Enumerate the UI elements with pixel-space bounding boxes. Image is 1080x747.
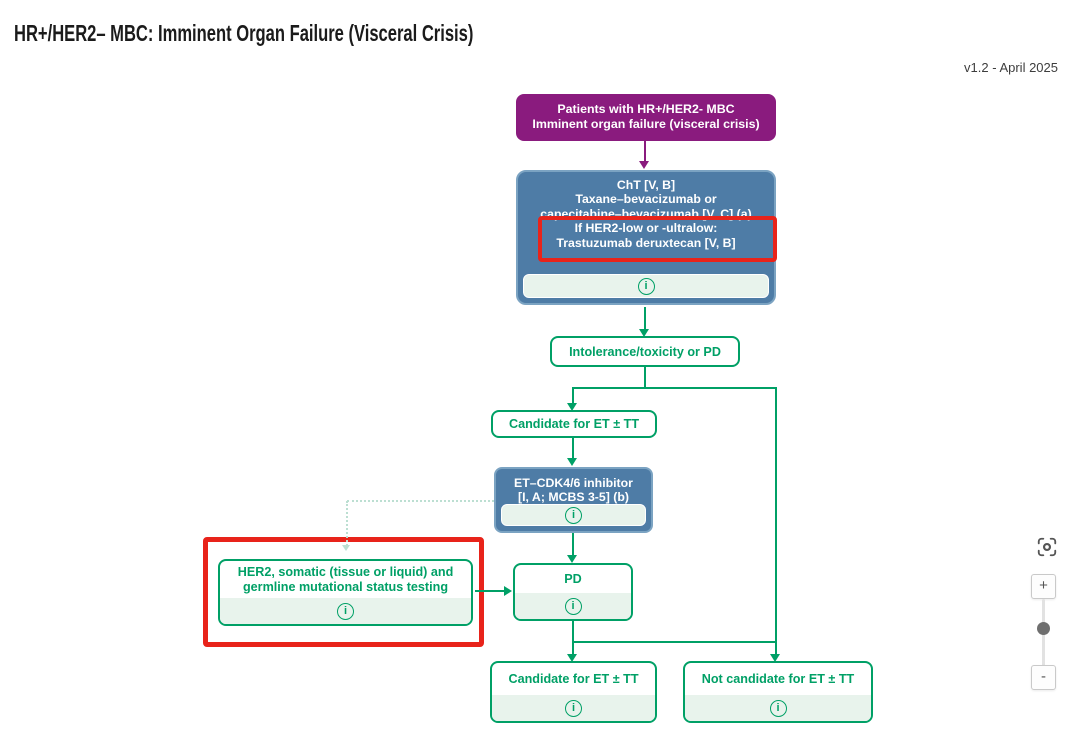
node-her2-testing: HER2, somatic (tissue or liquid) and ger… xyxy=(218,559,473,626)
connector-line xyxy=(775,387,777,656)
arrow-down-icon xyxy=(567,403,577,411)
zoom-slider-knob[interactable] xyxy=(1037,622,1050,635)
arrow-down-icon xyxy=(567,458,577,466)
arrow-down-icon xyxy=(770,654,780,662)
arrow-down-icon xyxy=(639,161,649,169)
node-pd: PD i xyxy=(513,563,633,621)
info-icon[interactable]: i xyxy=(769,699,787,717)
node-cht-line2: Taxane–bevacizumab or xyxy=(575,192,717,207)
connector-line xyxy=(572,641,777,643)
info-icon[interactable]: i xyxy=(337,602,354,620)
connector-line xyxy=(644,307,646,330)
zoom-out-button[interactable]: - xyxy=(1031,665,1056,690)
node-not-candidate: Not candidate for ET ± TT i xyxy=(683,661,873,723)
node-not-candidate-label: Not candidate for ET ± TT xyxy=(701,671,855,686)
version-label: v1.2 - April 2025 xyxy=(964,60,1058,75)
connector-line xyxy=(572,438,574,459)
arrow-down-icon xyxy=(567,555,577,563)
node-candidate-top-label: Candidate for ET ± TT xyxy=(508,417,640,431)
node-patients-line1: Patients with HR+/HER2- MBC xyxy=(557,102,735,116)
node-intolerance-label: Intolerance/toxicity or PD xyxy=(569,344,721,359)
arrow-right-icon xyxy=(504,586,512,596)
node-cht-line1: ChT [V, B] xyxy=(616,178,676,192)
node-pd-label: PD xyxy=(564,571,582,586)
node-intolerance: Intolerance/toxicity or PD xyxy=(550,336,740,367)
info-button[interactable]: i xyxy=(685,695,871,721)
info-button[interactable]: i xyxy=(501,504,646,526)
connector-line xyxy=(572,621,574,642)
connector-line xyxy=(572,387,574,404)
dotted-connector-line xyxy=(346,501,348,546)
info-button[interactable]: i xyxy=(523,274,769,298)
node-et-cdk46-line1: ET–CDK4/6 inhibitor xyxy=(514,476,633,490)
node-candidate-bottom-label: Candidate for ET ± TT xyxy=(508,671,639,686)
node-patients: Patients with HR+/HER2- MBC Imminent org… xyxy=(516,94,776,141)
node-patients-line2: Imminent organ failure (visceral crisis) xyxy=(532,117,760,131)
info-icon[interactable]: i xyxy=(564,597,582,615)
connector-line xyxy=(644,141,646,162)
node-cht-line3: capecitabine–bevacizumab [V, C] (a) xyxy=(540,206,752,221)
node-et-cdk46: ET–CDK4/6 inhibitor [I, A; MCBS 3-5] (b)… xyxy=(494,467,653,533)
connector-line xyxy=(572,387,777,389)
node-cht-line4: If HER2-low or -ultralow: xyxy=(574,221,718,236)
info-button[interactable]: i xyxy=(220,598,471,624)
info-icon[interactable]: i xyxy=(565,506,582,524)
connector-line xyxy=(644,367,646,388)
connector-line xyxy=(475,590,505,592)
node-candidate-bottom: Candidate for ET ± TT i xyxy=(490,661,657,723)
node-her2-testing-line2: germline mutational status testing xyxy=(242,579,449,594)
info-button[interactable]: i xyxy=(515,593,631,619)
info-icon[interactable]: i xyxy=(565,699,582,717)
page-title: HR+/HER2– MBC: Imminent Organ Failure (V… xyxy=(14,20,474,46)
dotted-connector-line xyxy=(347,500,494,502)
arrow-down-icon xyxy=(567,654,577,662)
arrow-down-icon xyxy=(639,329,649,337)
node-her2-testing-line1: HER2, somatic (tissue or liquid) and xyxy=(237,565,454,579)
info-icon[interactable]: i xyxy=(637,277,655,295)
node-cht-line5: Trastuzumab deruxtecan [V, B] xyxy=(556,235,736,250)
dotted-arrow-down-icon xyxy=(342,545,350,551)
connector-line xyxy=(572,641,574,656)
node-cht: ChT [V, B] Taxane–bevacizumab or capecit… xyxy=(516,170,776,305)
reset-zoom-icon[interactable] xyxy=(1036,536,1058,558)
node-candidate-top: Candidate for ET ± TT xyxy=(491,410,657,438)
connector-line xyxy=(572,533,574,556)
node-et-cdk46-line2: [I, A; MCBS 3-5] (b) xyxy=(518,490,629,505)
info-button[interactable]: i xyxy=(492,695,655,721)
zoom-in-button[interactable]: + xyxy=(1031,574,1056,599)
